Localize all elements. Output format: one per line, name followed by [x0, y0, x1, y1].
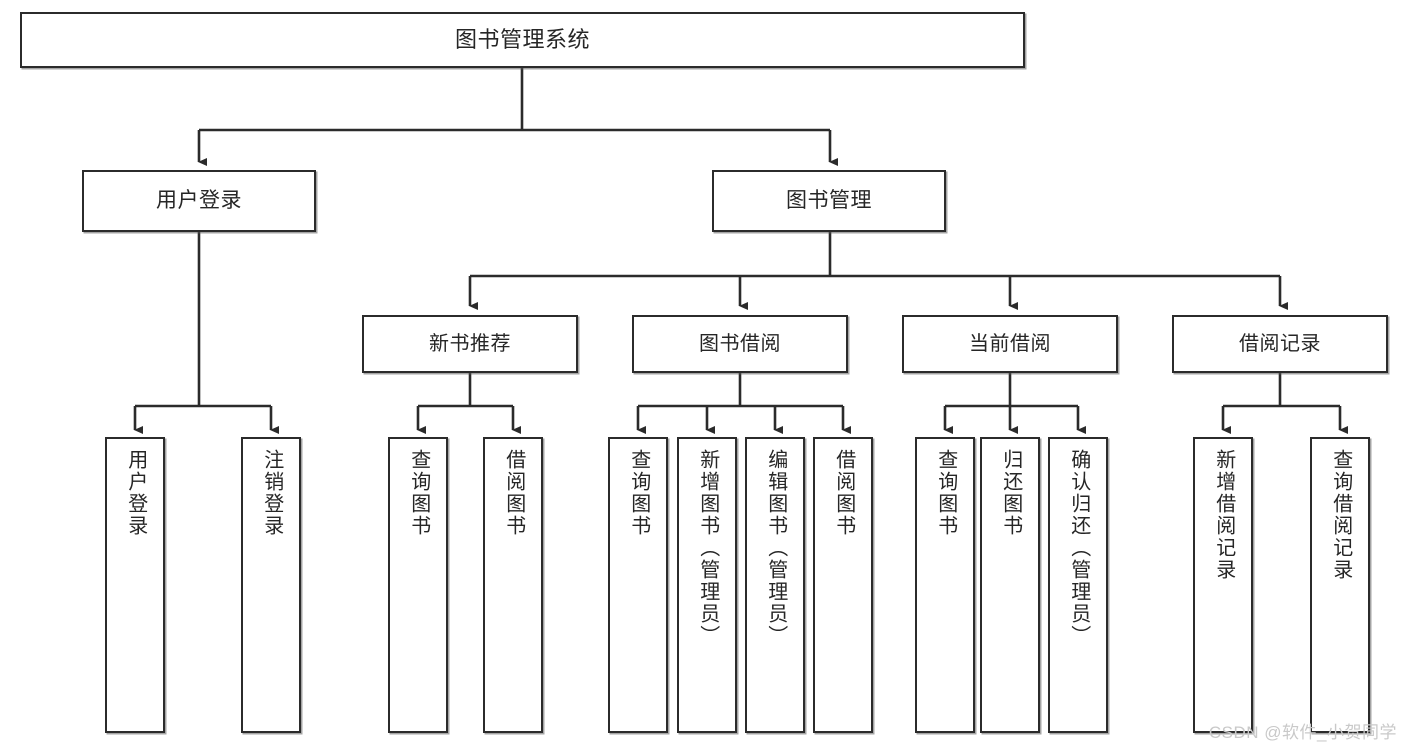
node-label: 用户登录 — [156, 188, 242, 212]
node-user-login[interactable]: 用户登录 — [82, 170, 316, 232]
node-current-borrow[interactable]: 当前借阅 — [902, 315, 1118, 373]
leaf-query-book-current[interactable]: 查询图书 — [915, 437, 975, 733]
watermark-text: CSDN @软件_小贺同学 — [1208, 723, 1397, 742]
leaf-add-book-admin[interactable]: 新增图书（管理员） — [677, 437, 737, 733]
leaf-borrow-book[interactable]: 借阅图书 — [813, 437, 873, 733]
node-book-management[interactable]: 图书管理 — [712, 170, 946, 232]
node-label: 查询图书 — [934, 449, 957, 537]
node-label: 用户登录 — [124, 449, 147, 537]
node-book-borrow[interactable]: 图书借阅 — [632, 315, 848, 373]
node-label: 新增图书（管理员） — [696, 449, 719, 647]
leaf-query-borrow-record[interactable]: 查询借阅记录 — [1310, 437, 1370, 733]
node-label: 借阅图书 — [832, 449, 855, 537]
node-label: 图书管理系统 — [454, 27, 590, 53]
leaf-edit-book-admin[interactable]: 编辑图书（管理员） — [745, 437, 805, 733]
node-label: 新增借阅记录 — [1212, 449, 1235, 581]
node-new-book-recommend[interactable]: 新书推荐 — [362, 315, 578, 373]
node-label: 查询图书 — [627, 449, 650, 537]
node-label: 编辑图书（管理员） — [764, 449, 787, 647]
node-label: 图书借阅 — [699, 332, 781, 355]
node-label: 图书管理 — [786, 188, 872, 212]
leaf-user-login[interactable]: 用户登录 — [105, 437, 165, 733]
leaf-add-borrow-record[interactable]: 新增借阅记录 — [1193, 437, 1253, 733]
node-label: 当前借阅 — [969, 332, 1051, 355]
leaf-confirm-return-admin[interactable]: 确认归还（管理员） — [1048, 437, 1108, 733]
node-label: 注销登录 — [260, 449, 283, 537]
node-label: 新书推荐 — [429, 332, 511, 355]
leaf-return-book[interactable]: 归还图书 — [980, 437, 1040, 733]
leaf-query-book-borrow[interactable]: 查询图书 — [608, 437, 668, 733]
node-label: 确认归还（管理员） — [1067, 449, 1090, 647]
node-borrow-record[interactable]: 借阅记录 — [1172, 315, 1388, 373]
leaf-user-logout[interactable]: 注销登录 — [241, 437, 301, 733]
node-label: 查询借阅记录 — [1329, 449, 1352, 581]
node-label: 归还图书 — [999, 449, 1022, 537]
leaf-borrow-book-recommend[interactable]: 借阅图书 — [483, 437, 543, 733]
node-label: 借阅图书 — [502, 449, 525, 537]
node-label: 借阅记录 — [1239, 332, 1321, 355]
node-root-book-management-system[interactable]: 图书管理系统 — [20, 12, 1025, 68]
node-label: 查询图书 — [407, 449, 430, 537]
leaf-query-book-recommend[interactable]: 查询图书 — [388, 437, 448, 733]
